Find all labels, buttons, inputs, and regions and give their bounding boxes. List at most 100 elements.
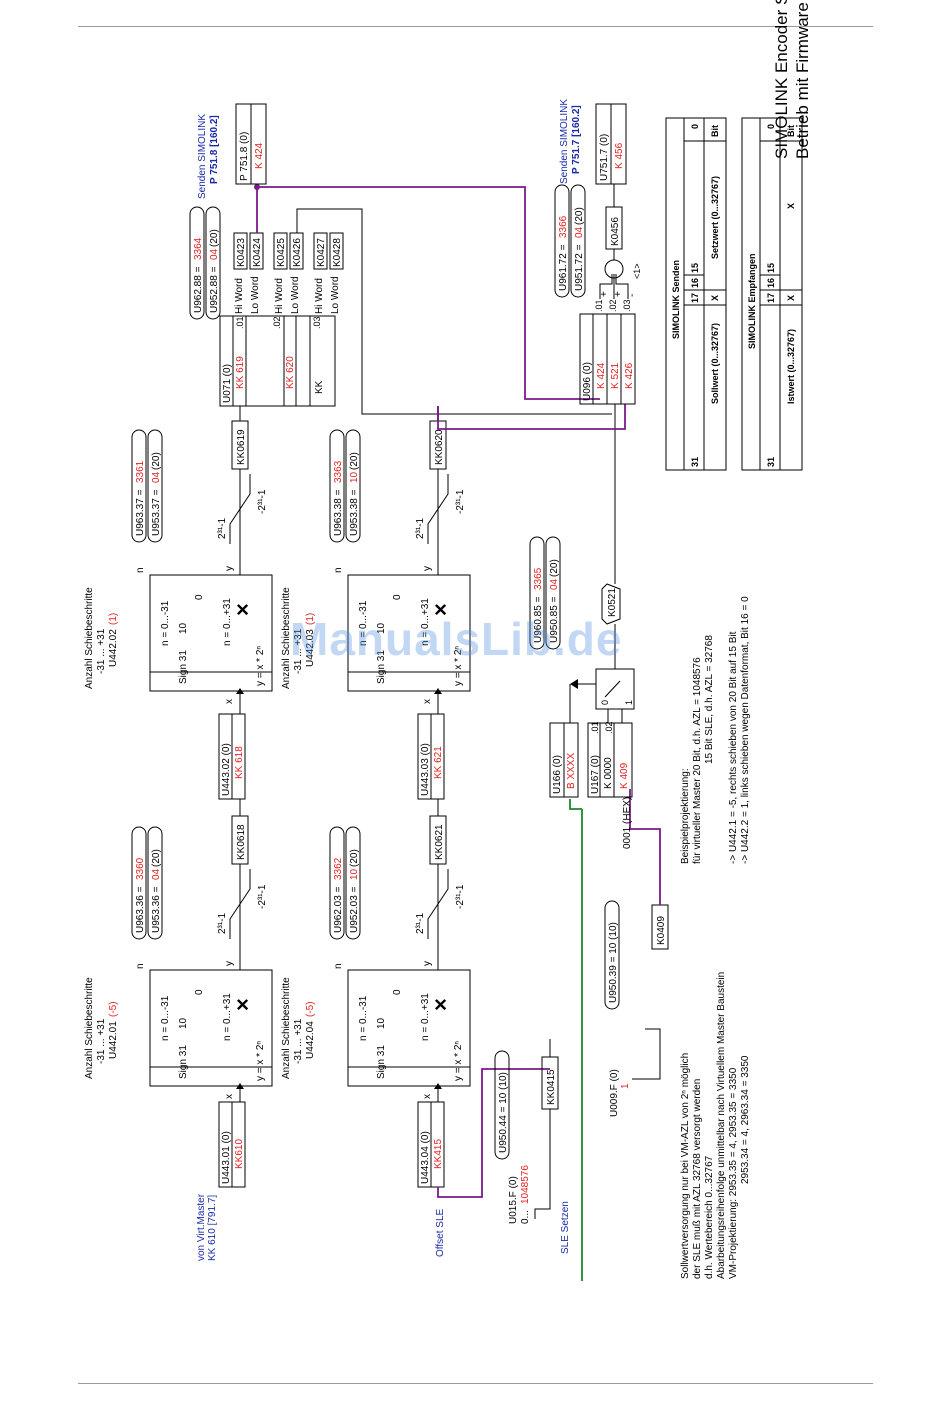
- sh1-head2: -31 ... +31: [96, 1018, 107, 1064]
- ts-b17: 17: [690, 293, 700, 303]
- send1-ref: P 751.8 [160.2]: [209, 115, 220, 184]
- lim1-pos: 2³¹-1: [217, 912, 228, 934]
- param-block-5: U962.88 = 3364 U952.88 = 04 (20): [189, 206, 221, 320]
- sh2-y: y: [224, 566, 235, 571]
- send2-param: U751.7 (0): [599, 134, 610, 181]
- sh1-x: x: [224, 1094, 235, 1099]
- p4-b: 3363: [333, 460, 344, 483]
- sh3-n: n: [333, 963, 344, 969]
- lo-1: Lo Word: [250, 276, 261, 314]
- param-block-2: U963.37 = 3361 U953.37 = 04 (20): [131, 429, 163, 543]
- kk610-val: KK610: [234, 1139, 245, 1169]
- sh2-sign: Sign 31: [178, 650, 189, 684]
- shifter-4: Anzahl Schiebeschritte -31 ... +31 U442.…: [281, 566, 471, 704]
- ts-bit: Bit: [710, 125, 720, 137]
- k0409: K0409: [656, 916, 667, 945]
- note-b2: für virtueller Master 20 Bit, d.h. AZL =…: [692, 657, 703, 864]
- p2-d: 04: [151, 471, 162, 483]
- sh4-formula: y = x * 2ⁿ: [453, 646, 464, 686]
- ts-title: SIMOLINK Senden: [671, 260, 681, 339]
- sh2-head2: -31 ... +31: [96, 628, 107, 674]
- add-n3: .03: [622, 299, 632, 312]
- sh4-x: x: [422, 699, 433, 704]
- p5-d: 04: [209, 248, 220, 260]
- kk0621: KK0621: [434, 824, 445, 860]
- sh3-head1: Anzahl Schiebeschritte: [281, 977, 292, 1079]
- sh4-head1: Anzahl Schiebeschritte: [281, 587, 292, 689]
- p2-e: (20): [151, 452, 162, 470]
- note-b5: -> U442.2 = 1, links schieben wegen Date…: [740, 596, 751, 864]
- u015-param: U015.F (0): [508, 1176, 519, 1224]
- shifter-2: Anzahl Schiebeschritte -31 ... +31 U442.…: [84, 566, 273, 704]
- note-v5: VM-Projektierung: 2953.35 = 4, 2953.35 =…: [728, 1067, 739, 1279]
- p4-d: 10: [349, 471, 360, 483]
- note-v6: 2953.34 = 4, 2963.34 = 3350: [740, 1055, 751, 1184]
- notes-versorgung: Sollwertversorgung nur bei VM-AZL von 2ⁿ…: [680, 972, 751, 1279]
- p7-e: (20): [574, 207, 585, 225]
- sh4-paramval: (1): [305, 613, 316, 625]
- k0423: K0423: [236, 238, 247, 267]
- top-rule: [78, 26, 873, 27]
- u015-range: 0...: [520, 1210, 531, 1224]
- sh2-nneg: n = 0...-31: [160, 600, 171, 646]
- sh3-head2: -31 ... +31: [293, 1018, 304, 1064]
- plus-1: +: [599, 291, 610, 297]
- sh4-n: n: [333, 567, 344, 573]
- send1-label: Senden SIMOLINK: [197, 114, 208, 199]
- title-line2: Betrieb mit Firmware Version <= 1.3x: [793, 0, 812, 159]
- p6-a: U960.85 =: [533, 596, 544, 643]
- add-n2: .02: [608, 299, 618, 312]
- sh2-x: x: [224, 699, 235, 704]
- split-n1: .01: [235, 316, 245, 329]
- sh3-formula: y = x * 2ⁿ: [453, 1041, 464, 1081]
- sh3-b10: 10: [376, 1017, 387, 1029]
- hi-2: Hi Word: [274, 278, 285, 314]
- te-b17: 17: [766, 293, 776, 303]
- te-istwert: Istwert (0...32767): [786, 329, 796, 404]
- sh2-b0: 0: [194, 594, 205, 600]
- sh4-b0: 0: [392, 594, 403, 600]
- k0426: K0426: [292, 238, 303, 267]
- add-r3: K 426: [624, 362, 635, 389]
- te-x1: X: [786, 295, 796, 301]
- p3-c: U952.03 =: [349, 886, 360, 933]
- notes-beispiel: Beispielprojektierung: für virtueller Ma…: [680, 596, 751, 864]
- p5-e: (20): [209, 229, 220, 247]
- kk0619: KK0619: [236, 429, 247, 465]
- send1-param: P 751.8 (0): [239, 132, 250, 181]
- p1-d: 04: [151, 868, 162, 880]
- p5-a: U962.88 =: [193, 266, 204, 313]
- sh3-x: x: [422, 1094, 433, 1099]
- k0424: K0424: [252, 238, 263, 267]
- note-b4: -> U442.1 = -5, rechts schieben von 20 B…: [728, 631, 739, 864]
- sh2-head1: Anzahl Schiebeschritte: [84, 587, 95, 689]
- p9: U950.39 = 10 (10): [608, 922, 619, 1003]
- u009-param: U009.F (0): [609, 1069, 620, 1117]
- p6-b: 3365: [533, 567, 544, 590]
- lim1-neg: -2³¹-1: [257, 884, 268, 909]
- param-block-9: U950.39 = 10 (10): [604, 900, 620, 1010]
- p3-d: 10: [349, 868, 360, 880]
- te-b16: 16: [766, 278, 776, 288]
- sh2-formula: y = x * 2ⁿ: [255, 646, 266, 686]
- add-n1: .01: [594, 299, 604, 312]
- note-v4: Abarbeitungsreihenfolge unmittelbar nach…: [716, 972, 727, 1279]
- sh1-paramval: (-5): [108, 1001, 119, 1017]
- sh1-sign: Sign 31: [178, 1045, 189, 1079]
- kk415-val: KK415: [433, 1139, 444, 1169]
- sel-02: .02: [604, 721, 614, 734]
- sh1-head1: Anzahl Schiebeschritte: [84, 977, 95, 1079]
- sh2-npos: n = 0...+31: [222, 598, 233, 646]
- param-block-1: U963.36 = 3360 U953.36 = 04 (20): [131, 826, 163, 940]
- param-block-4: U963.38 = 3363 U953.38 = 10 (20): [329, 429, 361, 543]
- te-b31: 31: [766, 457, 776, 467]
- k0000: K 0000: [603, 757, 614, 789]
- send2-label: Senden SIMOLINK: [559, 99, 570, 184]
- lim4-pos: 2³¹-1: [415, 517, 426, 539]
- virt-master-ref: KK 610 [791.7]: [207, 1195, 218, 1261]
- param-block-6: U960.85 = 3365 U950.85 = 04 (20): [529, 536, 561, 650]
- param-block-8: U950.44 = 10 (10): [494, 1050, 510, 1160]
- sh4-nneg: n = 0...-31: [358, 600, 369, 646]
- sw-1: 1: [624, 700, 634, 705]
